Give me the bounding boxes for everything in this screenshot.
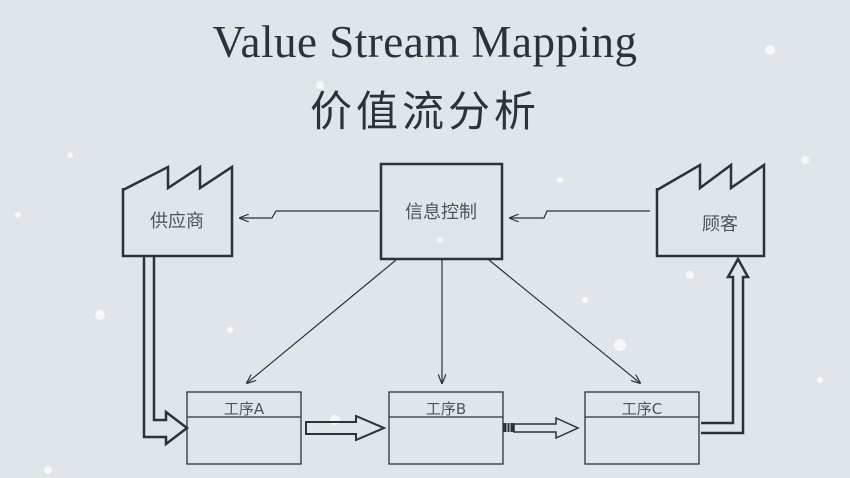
customer-node[interactable]: 顾客 bbox=[655, 162, 766, 258]
edge-customer-to-info bbox=[510, 210, 650, 218]
edge-process-c-to-customer bbox=[701, 256, 751, 435]
info-control-node[interactable]: 信息控制 bbox=[379, 162, 504, 261]
process-b-label: 工序B bbox=[426, 400, 466, 418]
info-control-label: 信息控制 bbox=[405, 202, 477, 223]
factory-icon bbox=[655, 162, 766, 258]
supplier-label: 供应商 bbox=[150, 211, 204, 232]
supplier-node[interactable]: 供应商 bbox=[121, 164, 234, 258]
title-english: Value Stream Mapping bbox=[212, 17, 638, 67]
edge-supplier-to-process-a bbox=[142, 256, 190, 447]
snow-particles bbox=[15, 45, 823, 474]
customer-label: 顾客 bbox=[702, 214, 738, 235]
process-c-label: 工序C bbox=[622, 400, 662, 418]
edge-info-to-process-c bbox=[488, 259, 640, 383]
process-b-node[interactable]: 工序B bbox=[388, 391, 504, 465]
process-c-node[interactable]: 工序C bbox=[584, 391, 700, 465]
edge-process-b-to-c bbox=[503, 416, 580, 440]
factory-icon bbox=[121, 164, 234, 258]
edge-info-to-process-a bbox=[247, 259, 397, 383]
title-chinese: 价值流分析 bbox=[309, 87, 540, 136]
process-a-label: 工序A bbox=[224, 400, 265, 418]
edge-info-to-supplier bbox=[240, 210, 379, 218]
process-a-node[interactable]: 工序A bbox=[186, 391, 302, 465]
edge-process-a-to-b bbox=[305, 414, 387, 442]
